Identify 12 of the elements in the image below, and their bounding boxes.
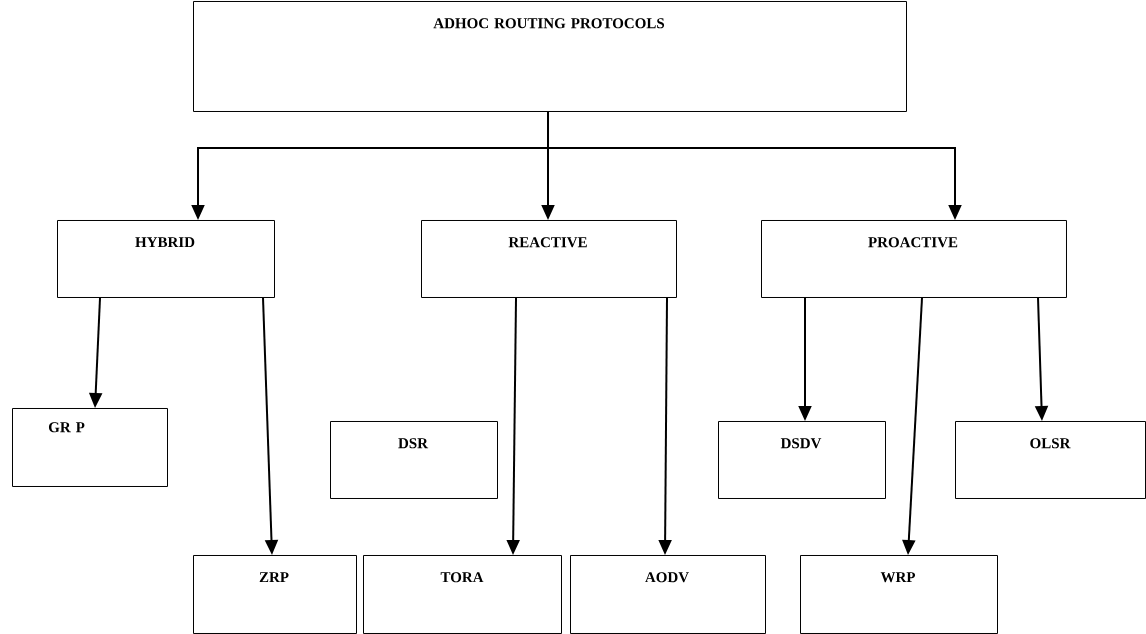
protocol-box: PROACTIVE <box>761 220 1067 298</box>
title-box: ADHOC ROUTING PROTOCOLS <box>193 1 907 112</box>
protocol-box: TORA <box>363 555 562 634</box>
protocol-box: ZRP <box>193 555 357 634</box>
protocol-box: OLSR <box>955 421 1146 499</box>
protocol-box: REACTIVE <box>421 220 677 298</box>
protocol-box: HYBRID <box>57 220 275 298</box>
protocol-box: WRP <box>800 555 998 634</box>
protocol-box: GR P <box>12 408 168 487</box>
protocol-box: DSR <box>330 421 498 499</box>
protocol-box: AODV <box>570 555 766 634</box>
protocol-box: DSDV <box>718 421 886 499</box>
